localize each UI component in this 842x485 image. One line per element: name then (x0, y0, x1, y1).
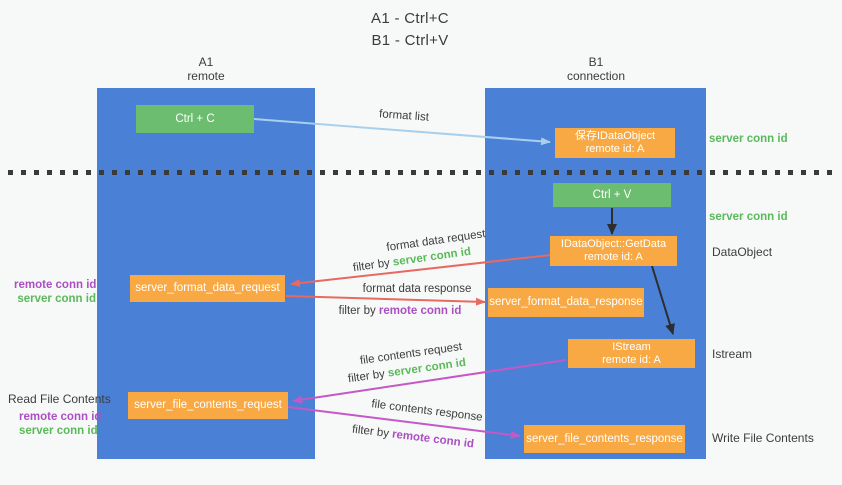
dataobject-annotation: DataObject (712, 245, 773, 259)
istream-annotation: Istream (712, 347, 753, 361)
left-remote-conn-id-top: remote conn id (14, 279, 97, 291)
server-file-contents-response-label: server_file_contents_response (526, 432, 683, 445)
arrow-format-data-response (285, 295, 486, 306)
left-server-conn-id-bottom: server conn id (19, 425, 98, 437)
title-line-2: B1 - Ctrl+V (371, 32, 449, 49)
format-data-response-label: format data response (362, 283, 472, 295)
arrow-format-list (253, 118, 551, 146)
arrow-file-contents-response (287, 406, 521, 439)
arrow-file-contents-request (292, 359, 567, 404)
left-conn-id-stack-bottom: remote conn id server conn id (19, 410, 102, 438)
write-file-contents-annotation: Write File Contents (712, 431, 814, 445)
ctrl-v-label: Ctrl + V (592, 188, 632, 201)
lifeline-a1-name: A1 (198, 55, 214, 69)
filter-by-text: filter by (338, 305, 379, 317)
istream-box: IStream remote id: A (568, 339, 695, 368)
ctrl-v-box: Ctrl + V (553, 183, 671, 207)
left-conn-id-stack-top: remote conn id server conn id (14, 278, 96, 306)
left-remote-conn-id-bottom: remote conn id (19, 411, 102, 423)
idataobject-getdata-box: IDataObject::GetData remote id: A (550, 236, 677, 266)
server-format-data-request-box: server_format_data_request (130, 275, 285, 302)
server-file-contents-request-box: server_file_contents_request (128, 392, 288, 419)
arrow-getdata-to-istream (651, 265, 675, 335)
server-format-data-request-label: server_format_data_request (135, 282, 280, 294)
istream-line2: remote id: A (602, 353, 661, 366)
save-idataobject-box: 保存IDataObject remote id: A (555, 128, 675, 158)
save-idataobject-line2: remote id: A (585, 143, 645, 155)
read-file-contents-annotation: Read File Contents (8, 392, 111, 406)
lifeline-header-b1: B1 connection (536, 55, 656, 83)
diagram-title: A1 - Ctrl+C B1 - Ctrl+V (300, 8, 520, 52)
save-idataobject-line1: 保存IDataObject (574, 130, 656, 142)
getdata-line1: IDataObject::GetData (560, 238, 667, 250)
lifeline-b1-name: B1 (588, 55, 604, 69)
server-format-data-response-label: server_format_data_response (489, 296, 643, 308)
remote-conn-id-text: remote conn id (378, 305, 462, 317)
session-separator-line (8, 170, 836, 175)
ctrl-c-box: Ctrl + C (136, 105, 254, 133)
left-server-conn-id-top: server conn id (17, 293, 96, 305)
server-file-contents-request-label: server_file_contents_request (134, 399, 282, 411)
getdata-line2: remote id: A (584, 251, 643, 263)
arrow-format-data-request (290, 254, 552, 287)
server-format-data-response-box: server_format_data_response (488, 288, 644, 317)
lifeline-header-a1: A1 remote (146, 55, 266, 83)
right-server-conn-id-top: server conn id (709, 133, 788, 145)
lifeline-b1-role: connection (566, 69, 626, 83)
server-file-contents-response-box: server_file_contents_response (524, 425, 685, 453)
right-server-conn-id-mid: server conn id (709, 211, 788, 223)
lifeline-a1-role: remote (187, 69, 225, 83)
istream-line1: IStream (612, 340, 651, 353)
ctrl-c-label: Ctrl + C (175, 112, 215, 125)
filter-by-remote-conn-id-label-1: filter by remote conn id (339, 305, 462, 317)
title-line-1: A1 - Ctrl+C (371, 10, 449, 27)
